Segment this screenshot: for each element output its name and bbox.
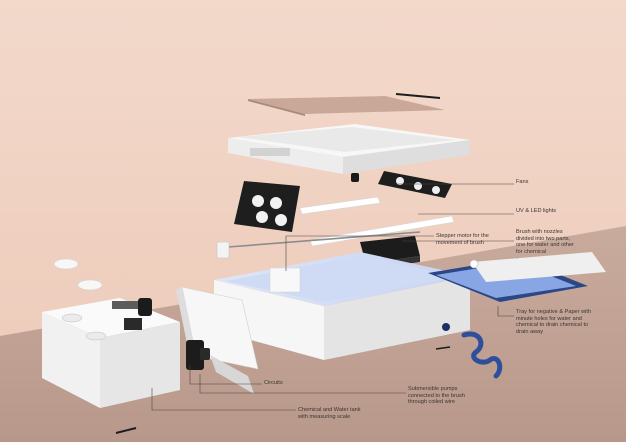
leader-pumps bbox=[199, 374, 406, 394]
leader-tray bbox=[497, 306, 514, 317]
leader-tank bbox=[151, 388, 296, 411]
chemical-water-tank bbox=[42, 258, 180, 408]
label-brush-with-nozzles: Brush with nozzles divided into two part… bbox=[516, 229, 574, 255]
label-fans: Fans bbox=[516, 179, 529, 185]
lid bbox=[228, 124, 470, 174]
label-submersible-pumps: Submersible pumps connected to the brush… bbox=[408, 386, 465, 406]
label-stepper-motor: Stepper motor for the movement of brush bbox=[436, 233, 489, 246]
leader-stepper bbox=[285, 235, 434, 271]
leader-circuits bbox=[189, 365, 262, 385]
label-chemical-water-tank: Chemical and Water tank with measuring s… bbox=[298, 407, 361, 420]
floor-marks bbox=[115, 346, 451, 434]
label-circuits: Circuits bbox=[264, 380, 283, 386]
fan-assembly bbox=[234, 171, 452, 232]
submersible-pump bbox=[186, 340, 210, 370]
leader-lines bbox=[151, 183, 514, 411]
label-tray: Tray for negative & Paper with minute ho… bbox=[516, 309, 592, 335]
top-glass-plate bbox=[248, 93, 445, 116]
coiled-blue-tube bbox=[461, 331, 503, 379]
stepper-motor-rod bbox=[216, 231, 421, 259]
main-tray-body bbox=[214, 252, 470, 360]
label-uv-led-lights: UV & LED lights bbox=[516, 208, 557, 214]
negative-paper-tray bbox=[428, 252, 606, 302]
